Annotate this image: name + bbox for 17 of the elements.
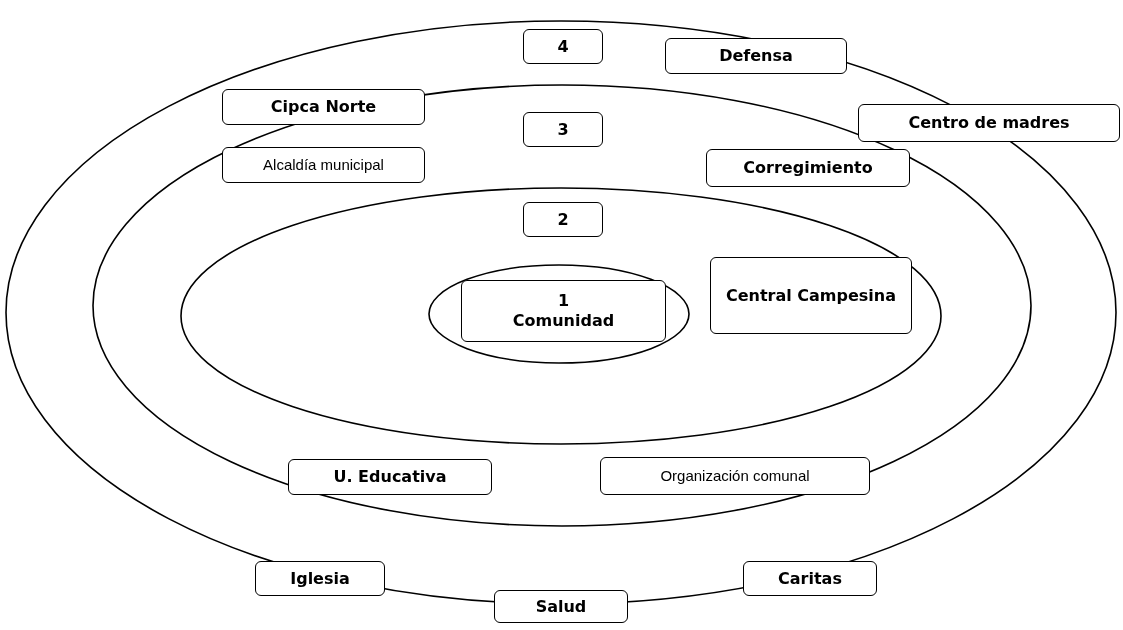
label-box: Organización comunal xyxy=(600,457,870,495)
label-box: 1 Comunidad xyxy=(461,280,666,342)
ring-ellipse xyxy=(180,187,942,445)
label-box: Iglesia xyxy=(255,561,385,596)
label-box: Central Campesina xyxy=(710,257,912,334)
label-box: Centro de madres xyxy=(858,104,1120,142)
label-box: Cipca Norte xyxy=(222,89,425,125)
label-box: Caritas xyxy=(743,561,877,596)
label-box: 3 xyxy=(523,112,603,147)
label-box: 2 xyxy=(523,202,603,237)
label-box: Salud xyxy=(494,590,628,623)
label-box: Alcaldía municipal xyxy=(222,147,425,183)
ring-ellipse xyxy=(428,264,690,364)
label-box: Corregimiento xyxy=(706,149,910,187)
label-box: U. Educativa xyxy=(288,459,492,495)
label-box: Defensa xyxy=(665,38,847,74)
label-box: 4 xyxy=(523,29,603,64)
